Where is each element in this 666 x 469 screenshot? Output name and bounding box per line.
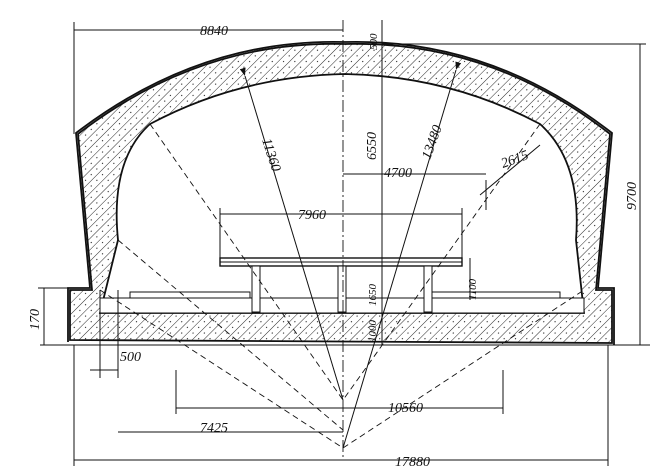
construction-lines-1 [149,123,541,401]
radius-line-2615 [479,144,541,196]
dim-13480: 13480 [420,123,446,161]
dim-10560: 10560 [388,401,423,416]
dim-9700: 9700 [625,182,640,210]
dim-crown-thickness: 500 [368,33,380,50]
radius-line-11360 [239,67,344,401]
pier-left [251,265,261,313]
dim-500: 500 [120,350,141,365]
dim-2615: 2615 [499,148,530,172]
dim-7960: 7960 [298,208,326,223]
construction-lines-2 [99,289,585,449]
dim-11360: 11360 [258,137,283,174]
pier-center [337,265,347,313]
dim-170: 170 [28,309,43,330]
dim-1000: 1000 [367,320,379,343]
dim-1650: 1650 [367,284,379,307]
pier-right [423,265,433,313]
dim-8840: 8840 [200,24,228,39]
radius-line-13480 [342,61,462,449]
dim-1100: 1100 [467,278,479,300]
dim-7425: 7425 [200,421,228,436]
dim-17880: 17880 [395,455,430,469]
construction-lines-3 [117,239,344,431]
outer-outline [67,40,615,345]
dim-6550: 6550 [365,132,380,160]
dim-4700: 4700 [384,166,412,181]
